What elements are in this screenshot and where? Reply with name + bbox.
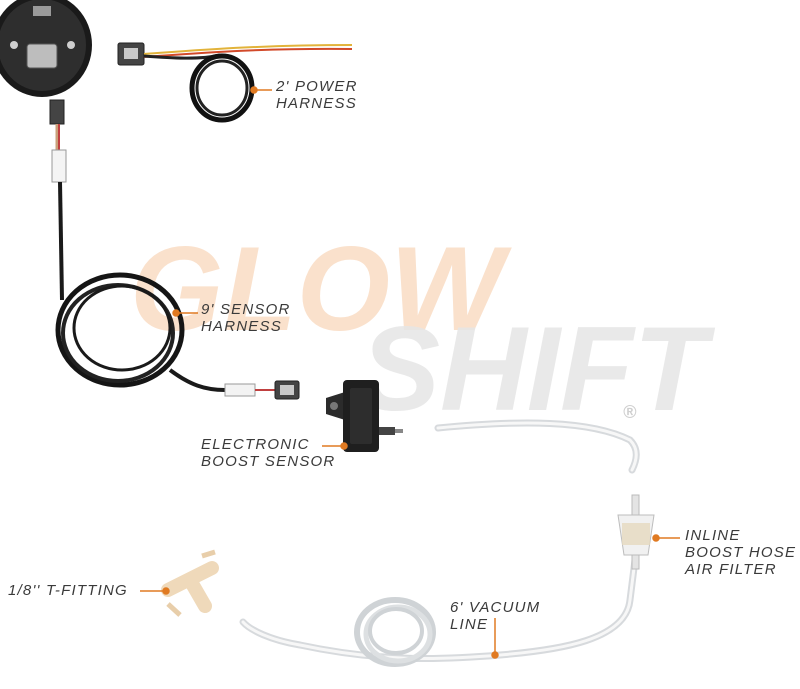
label-line: LINE xyxy=(450,616,489,633)
label-line: BOOST HOSE xyxy=(685,544,797,561)
label-line: 9' SENSOR xyxy=(201,301,291,318)
label-line: AIR FILTER xyxy=(685,561,777,578)
air-filter-icon xyxy=(617,494,655,570)
brand-word-shift: SHIFT xyxy=(360,302,715,436)
label-sensor-harness: 9' SENSOR HARNESS xyxy=(201,301,291,335)
label-power-harness: 2' POWER HARNESS xyxy=(276,78,358,112)
label-air-filter: INLINE BOOST HOSE AIR FILTER xyxy=(685,527,796,578)
gauge-stud-icon xyxy=(10,41,18,49)
label-vacuum-line: 6' VACUUM LINE xyxy=(450,599,540,633)
label-leaders xyxy=(140,86,680,659)
label-line: ELECTRONIC xyxy=(201,436,310,453)
label-t-fitting: 1/8'' T-FITTING xyxy=(8,582,128,599)
brand-registered-mark: ® xyxy=(623,402,637,422)
label-line: HARNESS xyxy=(201,318,282,335)
gauge-top-connector-icon xyxy=(33,6,51,16)
label-line: 1/8'' T-FITTING xyxy=(8,582,128,599)
label-line: HARNESS xyxy=(276,95,357,112)
label-line: INLINE xyxy=(685,527,741,544)
label-boost-sensor: ELECTRONIC BOOST SENSOR xyxy=(201,436,335,470)
brand-watermark: GLOW SHIFT ® xyxy=(130,222,715,436)
label-line: 6' VACUUM xyxy=(450,599,541,616)
gauge-stud-icon xyxy=(67,41,75,49)
label-line: BOOST SENSOR xyxy=(201,453,336,470)
label-line: 2' POWER xyxy=(276,78,358,95)
t-fitting-icon xyxy=(161,549,219,617)
vacuum-tube-icon xyxy=(239,419,640,667)
brand-word-glow: GLOW xyxy=(130,222,512,356)
boost-sensor-icon xyxy=(326,380,403,452)
sensor-harness-icon xyxy=(49,99,300,400)
gauge-connector-icon xyxy=(26,43,58,69)
gauge-icon xyxy=(0,0,92,97)
